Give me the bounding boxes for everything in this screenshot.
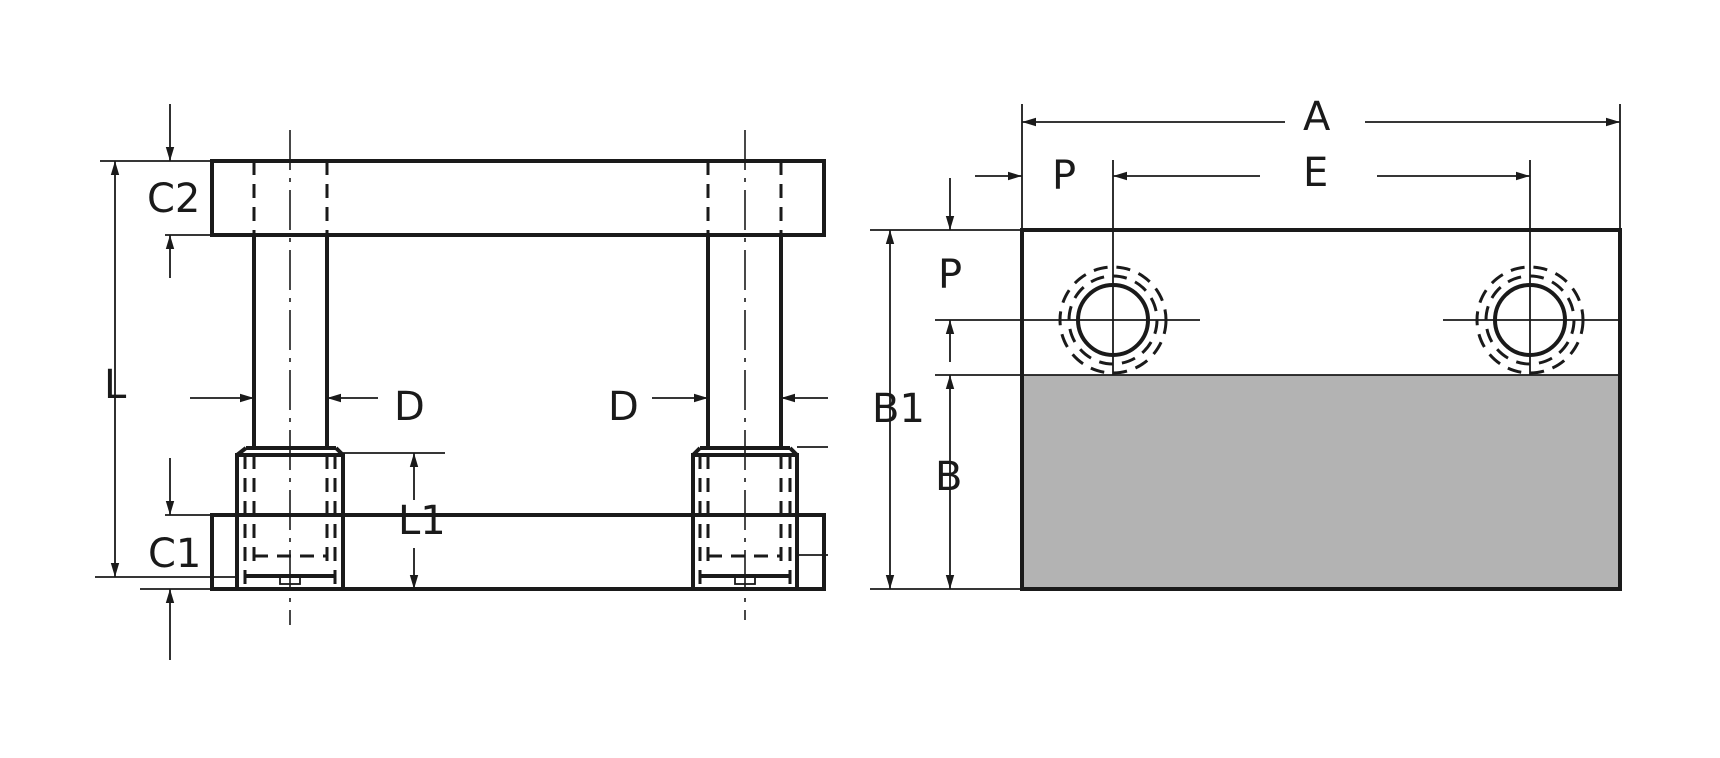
front-view: C2 L C1 D D <box>95 104 828 660</box>
label-d-right: D <box>608 384 639 430</box>
label-d-left: D <box>394 384 425 430</box>
bore-right <box>1443 160 1620 375</box>
top-plate <box>210 159 826 237</box>
dimension-d-right: D <box>608 384 828 430</box>
right-column <box>691 130 799 620</box>
label-a: A <box>1303 94 1331 140</box>
dimension-d-left: D <box>190 384 425 430</box>
label-b1: B1 <box>872 386 925 432</box>
label-c1: C1 <box>148 531 201 577</box>
top-view-outline <box>1020 228 1622 591</box>
dimension-p-side: P <box>870 178 1040 362</box>
dimension-c1: C1 <box>140 458 212 660</box>
bottom-plate <box>210 513 826 591</box>
label-c2: C2 <box>147 176 200 222</box>
shaded-region <box>1022 375 1620 589</box>
label-p-side: P <box>938 252 962 298</box>
dimension-a: A <box>1021 94 1621 230</box>
label-p-top: P <box>1052 153 1076 199</box>
dimension-c2: C2 <box>100 104 212 278</box>
dimension-b: B <box>935 374 1022 589</box>
dimension-p-top: P <box>975 153 1076 199</box>
label-e: E <box>1303 150 1328 196</box>
top-view: A P E P B1 B <box>870 94 1622 591</box>
label-l1: L1 <box>398 498 446 544</box>
dimension-b1: B1 <box>870 230 1022 590</box>
label-l: L <box>104 362 127 408</box>
dimension-e: E <box>1113 150 1530 196</box>
left-column <box>235 130 345 625</box>
dimension-l1: L1 <box>343 446 828 589</box>
bore-left <box>1040 160 1200 375</box>
dimension-l: L <box>95 161 237 578</box>
label-b: B <box>935 454 962 500</box>
